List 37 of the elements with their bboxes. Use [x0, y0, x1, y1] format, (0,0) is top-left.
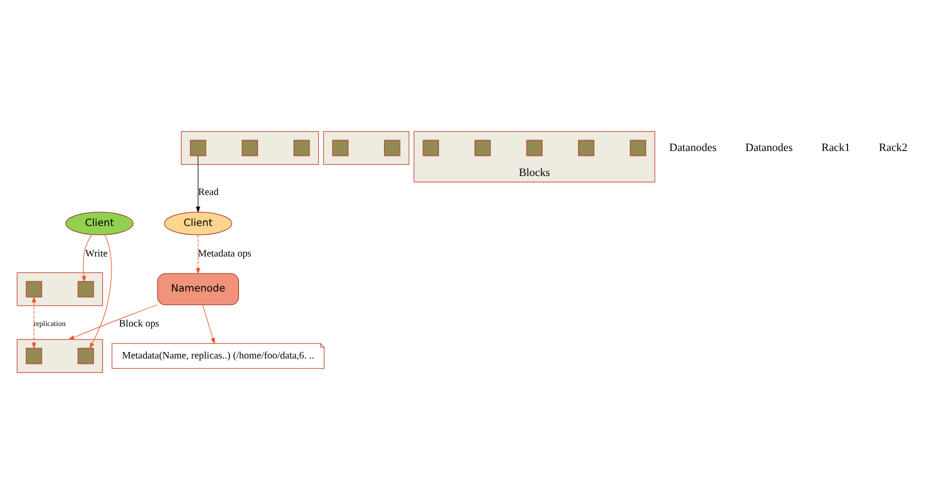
node-ellipse: Client [164, 211, 232, 235]
node-box [474, 139, 491, 156]
cluster [16, 272, 103, 306]
cluster [16, 338, 103, 372]
cluster [180, 130, 319, 164]
arrow [196, 155, 200, 212]
node-box [190, 139, 206, 156]
node-box: Namenode [157, 272, 239, 305]
label: Datanodes [745, 141, 793, 154]
node-box [422, 139, 439, 156]
node-box [332, 139, 348, 156]
edge-label: Metadata ops [198, 248, 252, 260]
arrow [68, 304, 158, 340]
arrow [89, 234, 112, 348]
node-box [78, 347, 94, 364]
node-box [294, 139, 310, 156]
node-box [242, 139, 258, 156]
label: Rack1 [821, 141, 850, 154]
arrow [196, 234, 200, 274]
node-box [578, 139, 594, 156]
node-box [384, 139, 400, 156]
node-box [78, 280, 94, 297]
node-box [526, 139, 543, 156]
node-ellipse: Client [66, 211, 134, 235]
node-box [26, 347, 42, 364]
arrow [32, 296, 36, 348]
edge-label: Read [198, 186, 219, 198]
node-box [26, 280, 42, 297]
edge-label: Block ops [119, 318, 160, 330]
arrow [202, 304, 215, 344]
arrow [82, 234, 92, 282]
cluster [323, 130, 410, 164]
cluster: Blocks [414, 130, 656, 182]
edge-label: Write [85, 248, 108, 260]
label: Rack2 [878, 141, 908, 154]
node-box [630, 139, 646, 156]
label: Datanodes [669, 141, 717, 154]
